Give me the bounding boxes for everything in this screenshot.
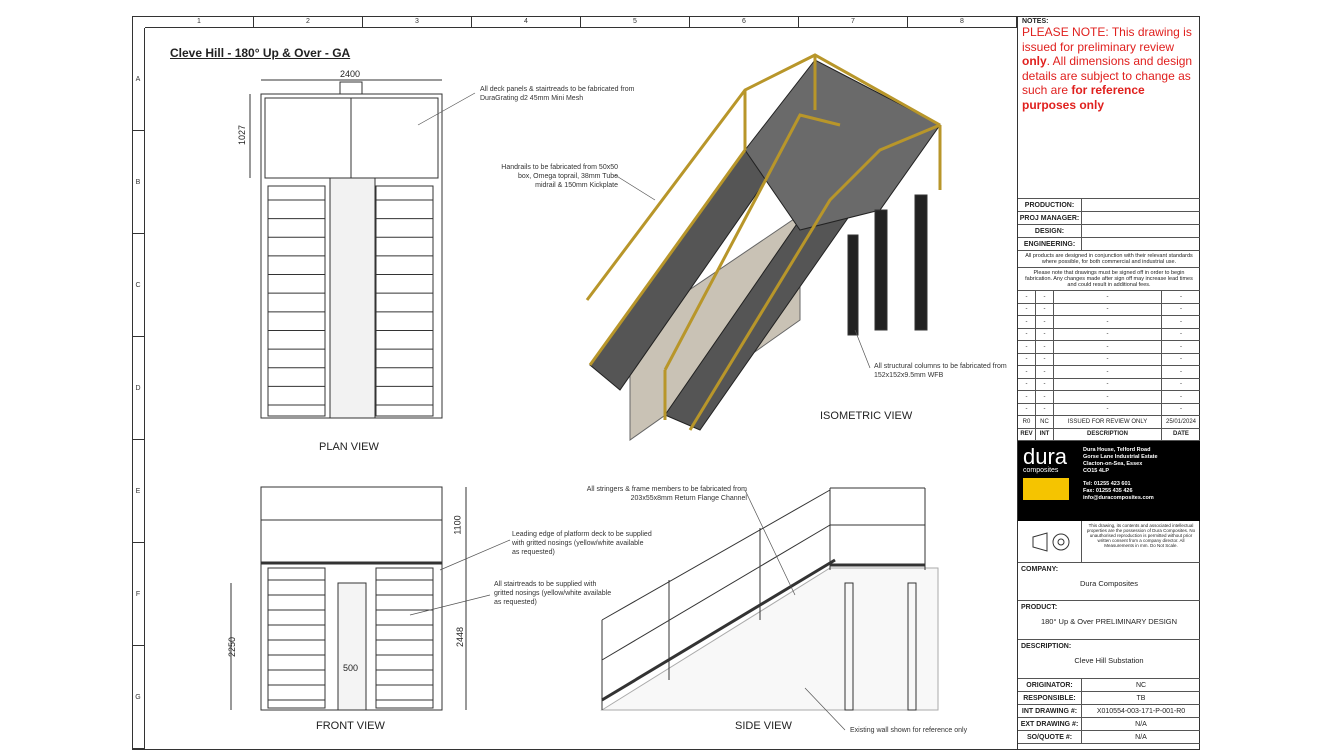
note-deck: All deck panels & stairtreads to be fabr… — [480, 86, 635, 102]
detail-row: RESPONSIBLE:TB — [1018, 692, 1200, 705]
dimension-front-gap: 500 — [343, 663, 359, 673]
dimension-plan-width: 2400 — [340, 69, 361, 79]
ruler-column-1: 1 — [145, 16, 254, 28]
revision-row-blank: ---- — [1018, 316, 1200, 329]
projection-symbol-icon — [1018, 521, 1082, 562]
dimension-front-total: 2448 — [455, 626, 466, 648]
ruler-row-C: C — [132, 234, 145, 337]
side-view-drawing — [600, 487, 939, 711]
product-field: PRODUCT:180° Up & Over PRELIMINARY DESIG… — [1018, 601, 1200, 640]
revision-row-blank: ---- — [1018, 328, 1200, 341]
signoff-row: ENGINEERING: — [1018, 238, 1200, 251]
side-view-label: SIDE VIEW — [735, 720, 792, 732]
signoff-row: PRODUCTION: — [1018, 199, 1200, 212]
drawing-views — [230, 53, 942, 731]
dimension-plan-depth: 1027 — [237, 124, 248, 146]
company-field: COMPANY:Dura Composites — [1018, 563, 1200, 601]
detail-row: INT DRAWING #:X010554-003-171-P-001-R0 — [1018, 705, 1200, 718]
description-field: DESCRIPTION:Cleve Hill Substation — [1018, 640, 1200, 679]
note-stairtreads: All stairtreads to be supplied with grit… — [494, 581, 612, 606]
title-block: NOTES: PLEASE NOTE: This drawing is issu… — [1017, 16, 1200, 750]
revision-row-blank: ---- — [1018, 403, 1200, 416]
revision-row-blank: ---- — [1018, 366, 1200, 379]
drawing-title: Cleve Hill - 180° Up & Over - GA — [170, 46, 351, 60]
front-view-label: FRONT VIEW — [316, 720, 385, 732]
plan-view-label: PLAN VIEW — [319, 441, 379, 453]
ruler-row-F: F — [132, 543, 145, 646]
revision-row-blank: ---- — [1018, 378, 1200, 391]
ruler-row-B: B — [132, 131, 145, 234]
signoff-note: Please note that drawings must be signed… — [1018, 268, 1200, 291]
ruler-column-4: 4 — [472, 16, 581, 28]
detail-row: ORIGINATOR:NC — [1018, 679, 1200, 692]
note-handrails: Handrails to be fabricated from 50x50 bo… — [501, 164, 618, 189]
dimension-front-height: 2250 — [227, 636, 238, 658]
company-logo-panel: dura composites Dura House, Telford Road… — [1018, 441, 1200, 521]
revision-row-blank: ---- — [1018, 303, 1200, 316]
notes-text: PLEASE NOTE: This drawing is issued for … — [1022, 25, 1193, 112]
note-stringers: All stringers & frame members to be fabr… — [586, 486, 747, 502]
ruler-column-8: 8 — [908, 16, 1017, 28]
detail-row: SO/QUOTE #:N/A — [1018, 731, 1200, 744]
revision-row-blank: ---- — [1018, 353, 1200, 366]
ruler-column-6: 6 — [690, 16, 799, 28]
notes-label: NOTES: — [1022, 18, 1049, 25]
ruler-column-3: 3 — [363, 16, 472, 28]
note-leading-edge: Leading edge of platform deck to be supp… — [512, 531, 652, 556]
ruler-row-E: E — [132, 440, 145, 543]
plan-view-drawing — [249, 79, 443, 419]
ruler-row-G: G — [132, 646, 145, 749]
revision-row-blank: ---- — [1018, 291, 1200, 304]
isometric-view-drawing — [585, 53, 942, 441]
signoff-row: PROJ MANAGER: — [1018, 212, 1200, 225]
signoff-row: DESIGN: — [1018, 225, 1200, 238]
isometric-view-label: ISOMETRIC VIEW — [820, 410, 913, 422]
ruler-column-2: 2 — [254, 16, 363, 28]
ruler-row-D: D — [132, 337, 145, 440]
revision-row-blank: ---- — [1018, 391, 1200, 404]
detail-row: EXT DRAWING #:N/A — [1018, 718, 1200, 731]
front-view-drawing — [230, 486, 467, 711]
dimension-front-rail: 1100 — [452, 515, 463, 535]
note-columns: All structural columns to be fabricated … — [874, 363, 1007, 379]
ruler-column-7: 7 — [799, 16, 908, 28]
ruler-column-5: 5 — [581, 16, 690, 28]
standards-note: All products are designed in conjunction… — [1018, 251, 1200, 268]
dura-logo: dura composites — [1023, 446, 1083, 515]
note-wall: Existing wall shown for reference only — [850, 727, 968, 734]
ruler-row-A: A — [132, 28, 145, 131]
copyright-note: This drawing, its contents and associate… — [1086, 523, 1196, 548]
revision-row-blank: ---- — [1018, 341, 1200, 354]
